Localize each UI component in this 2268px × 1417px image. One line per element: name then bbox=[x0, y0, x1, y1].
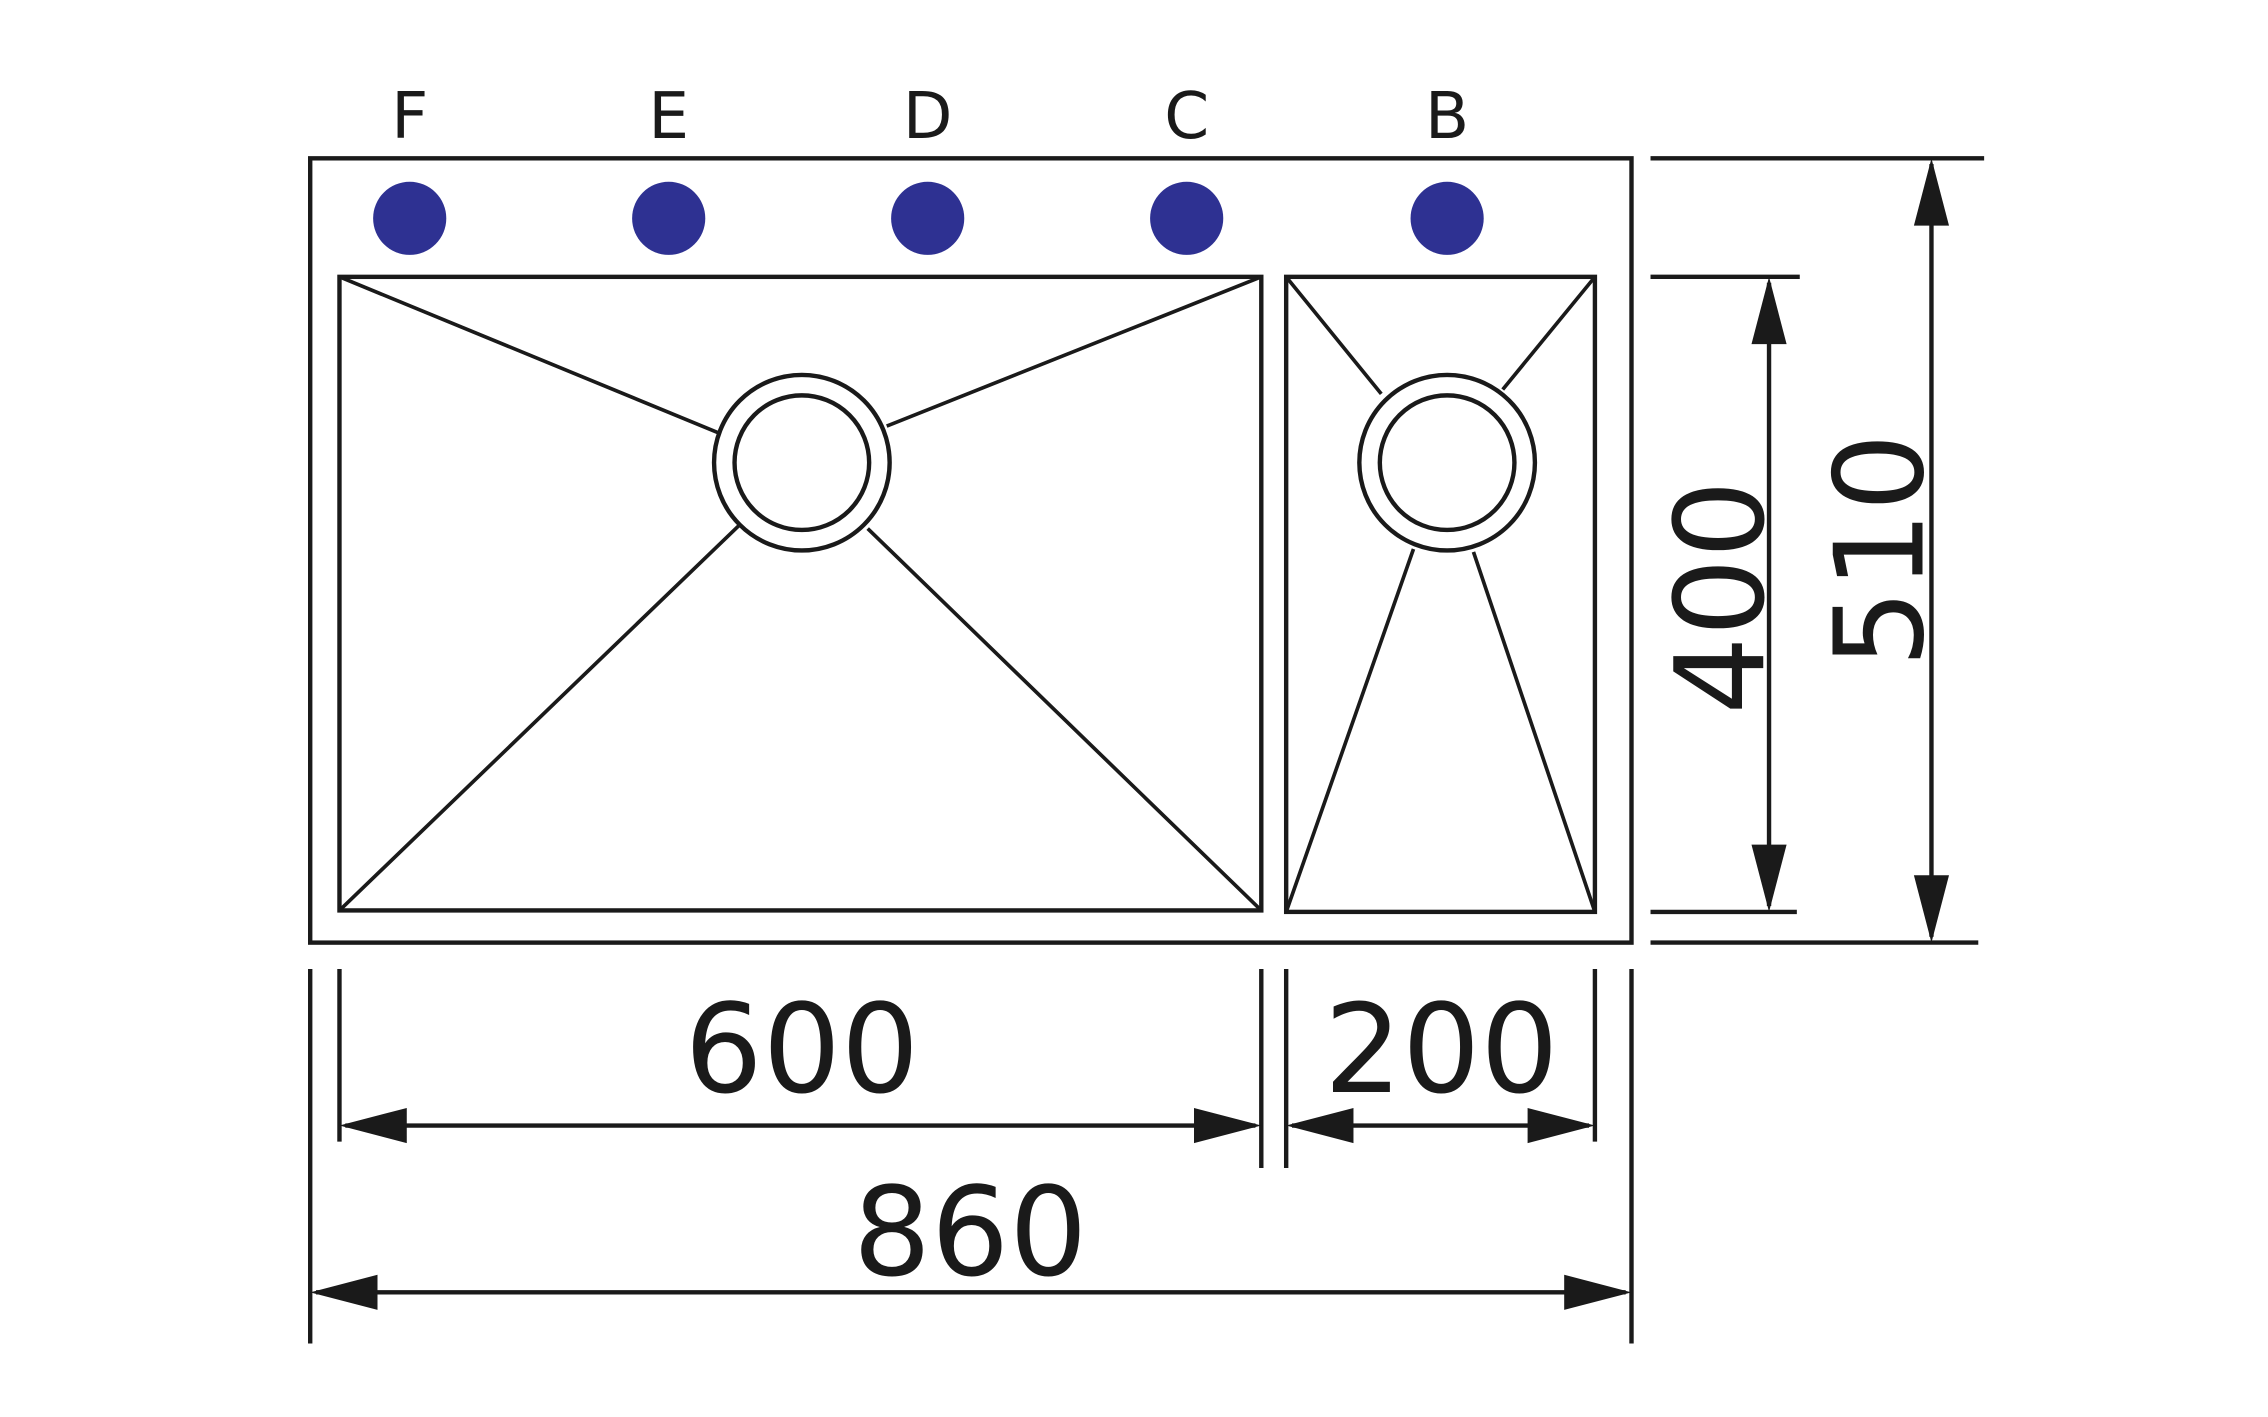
dimension-label: 860 bbox=[853, 1161, 1088, 1304]
tap-hole-label: C bbox=[1164, 79, 1209, 154]
tap-hole-label: D bbox=[903, 79, 953, 154]
dimension-total-width: 860 bbox=[308, 968, 1634, 1344]
dimension-label: 400 bbox=[1649, 480, 1792, 715]
small-bowl bbox=[1283, 274, 1598, 915]
tap-hole-label: B bbox=[1425, 79, 1469, 154]
sink-outline bbox=[308, 156, 1634, 945]
dimension-bowl-depth: 400 bbox=[1649, 274, 1800, 915]
dimension-label: 200 bbox=[1324, 978, 1559, 1121]
dimension-label: 510 bbox=[1809, 433, 1952, 668]
tap-hole-c: C bbox=[1150, 79, 1224, 255]
main-bowl bbox=[337, 274, 1264, 913]
dimension-small-bowl-width: 200 bbox=[1283, 968, 1598, 1168]
tap-hole-e: E bbox=[632, 79, 706, 255]
tap-hole-marker bbox=[373, 181, 447, 255]
drain-inner-ring bbox=[732, 393, 872, 533]
drain-outer-ring bbox=[1357, 372, 1538, 553]
tap-hole-d: D bbox=[891, 79, 965, 255]
drain-outer-ring bbox=[711, 372, 892, 553]
tap-hole-f: F bbox=[373, 79, 447, 255]
dimension-main-bowl-width: 600 bbox=[337, 968, 1264, 1168]
tap-hole-marker bbox=[632, 181, 706, 255]
drain-inner-ring bbox=[1377, 393, 1517, 533]
tap-hole-label: E bbox=[648, 79, 689, 154]
dimension-total-depth: 510 bbox=[1650, 156, 1985, 945]
tap-hole-b: B bbox=[1410, 79, 1484, 255]
tap-hole-label: F bbox=[391, 79, 428, 154]
tap-hole-marker bbox=[891, 181, 965, 255]
tap-hole-marker bbox=[1410, 181, 1484, 255]
dimension-label: 600 bbox=[685, 978, 920, 1121]
tap-hole-marker bbox=[1150, 181, 1224, 255]
